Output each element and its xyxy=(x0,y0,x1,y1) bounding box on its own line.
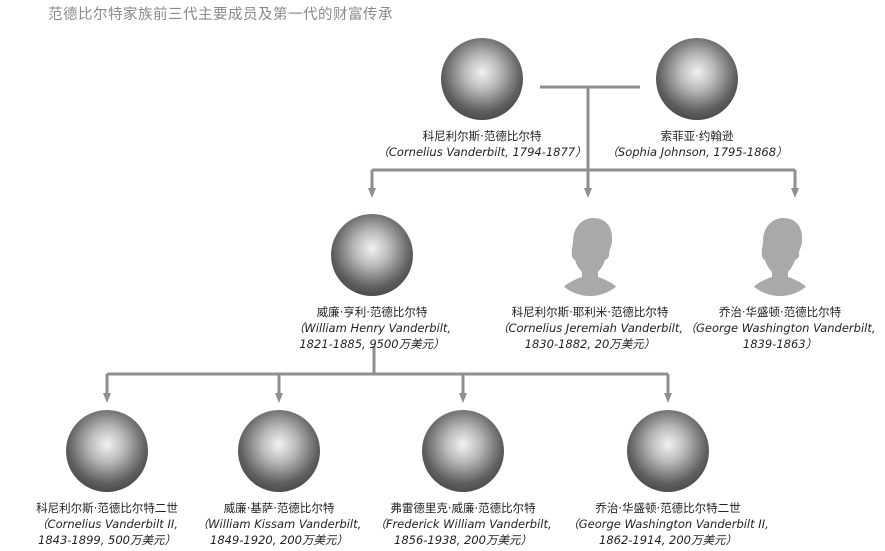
person-william-kissam: 威廉·基萨·范德比尔特 （William Kissam Vanderbilt, … xyxy=(174,410,384,548)
person-name: 威廉·基萨·范德比尔特 xyxy=(223,501,335,515)
person-cornelius-jeremiah: 科尼利尔斯·耶利米·范德比尔特 （Cornelius Jeremiah Vand… xyxy=(485,214,695,352)
chart-title: 范德比尔特家族前三代主要成员及第一代的财富传承 xyxy=(48,7,393,23)
person-cornelius-ii: 科尼利尔斯·范德比尔特二世 （Cornelius Vanderbilt II, … xyxy=(2,410,212,548)
person-wealth: 1821-1885, 9500万美元） xyxy=(299,337,445,351)
person-wealth: 1843-1899, 500万美元） xyxy=(38,533,176,547)
person-details: （Sophia Johnson, 1795-1868） xyxy=(606,145,788,159)
person-details: （Frederick William Vanderbilt, xyxy=(374,517,552,531)
person-frederick-william: 弗雷德里克·威廉·范德比尔特 （Frederick William Vander… xyxy=(358,410,568,548)
person-wealth: 1839-1863） xyxy=(742,337,818,351)
portrait-photo xyxy=(238,410,320,492)
portrait-photo xyxy=(627,410,709,492)
person-wealth: 1856-1938, 200万美元） xyxy=(394,533,532,547)
person-details: （George Washington Vanderbilt II, xyxy=(567,517,769,531)
person-name: 索菲亚·约翰逊 xyxy=(660,129,734,143)
person-cornelius: 科尼利尔斯·范德比尔特 （Cornelius Vanderbilt, 1794-… xyxy=(377,38,587,160)
person-details: （Cornelius Jeremiah Vanderbilt, xyxy=(496,321,684,335)
portrait-photo xyxy=(441,38,523,120)
person-details: （William Henry Vanderbilt, xyxy=(292,321,452,335)
person-name: 弗雷德里克·威廉·范德比尔特 xyxy=(390,501,536,515)
person-name: 乔治·华盛顿·范德比尔特 xyxy=(718,305,842,319)
person-sophia: 索菲亚·约翰逊 （Sophia Johnson, 1795-1868） xyxy=(592,38,802,160)
silhouette-icon xyxy=(739,214,821,296)
person-wealth: 1830-1882, 20万美元） xyxy=(524,337,656,351)
person-name: 科尼利尔斯·范德比尔特二世 xyxy=(36,501,178,515)
person-wealth: 1849-1920, 200万美元） xyxy=(210,533,348,547)
person-william-henry: 威廉·亨利·范德比尔特 （William Henry Vanderbilt, 1… xyxy=(267,214,477,352)
person-name: 乔治·华盛顿·范德比尔特二世 xyxy=(595,501,741,515)
person-name: 科尼利尔斯·范德比尔特 xyxy=(422,129,542,143)
person-details: （William Kissam Vanderbilt, xyxy=(196,517,362,531)
person-name: 威廉·亨利·范德比尔特 xyxy=(316,305,428,319)
silhouette-icon xyxy=(549,214,631,296)
person-details: （Cornelius Vanderbilt, 1794-1877） xyxy=(377,145,587,159)
person-details: （George Washington Vanderbilt, xyxy=(684,321,876,335)
portrait-photo xyxy=(331,214,413,296)
person-george-washington-ii: 乔治·华盛顿·范德比尔特二世 （George Washington Vander… xyxy=(563,410,773,548)
person-george-washington: 乔治·华盛顿·范德比尔特 （George Washington Vanderbi… xyxy=(675,214,885,352)
portrait-photo xyxy=(66,410,148,492)
person-details: （Cornelius Vanderbilt II, xyxy=(36,517,178,531)
portrait-photo xyxy=(422,410,504,492)
person-name: 科尼利尔斯·耶利米·范德比尔特 xyxy=(511,305,669,319)
person-wealth: 1862-1914, 200万美元） xyxy=(599,533,737,547)
portrait-photo xyxy=(656,38,738,120)
